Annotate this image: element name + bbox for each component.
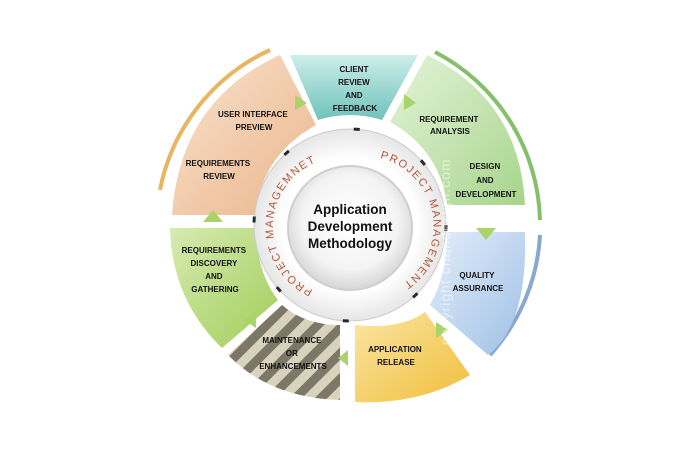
outer-arc-green (434, 50, 542, 221)
segment-requirements-ui (172, 55, 316, 215)
label-requirements-review: REQUIREMENTS REVIEW (186, 159, 253, 181)
label-application-release: APPLICATION RELEASE (368, 345, 424, 367)
segment-maintenance (228, 305, 340, 400)
inner-ring-dark-edge (252, 127, 448, 323)
segment-client-review (290, 55, 418, 120)
flow-arrow-5 (338, 350, 348, 366)
label-requirement-analysis: REQUIREMENT ANALYSIS (419, 115, 480, 136)
flow-arrow-2 (404, 94, 416, 110)
segment-application-release (355, 312, 470, 403)
center-disc (287, 165, 413, 291)
flow-arrow-6 (244, 312, 256, 328)
label-client-review: CLIENT REVIEW AND FEEDBACK (333, 65, 378, 113)
center-title-line-2: Development (308, 219, 393, 234)
center-title-line-1: Application (313, 202, 387, 217)
flow-arrow-1 (295, 95, 307, 110)
flow-arrow-3 (476, 228, 496, 240)
label-maintenance: MAINTENANCE OR ENHANCEMENTS (259, 336, 327, 371)
flow-arrow-7 (203, 210, 223, 222)
label-ui-preview: USER INTERFACE PREVIEW (218, 110, 290, 132)
flow-arrow-4 (436, 322, 448, 338)
center-title-line-3: Methodology (308, 236, 392, 251)
segment-requirement-design (390, 55, 525, 205)
label-quality-assurance: QUALITY ASSURANCE (453, 271, 504, 293)
outer-arc-orange (158, 48, 271, 191)
label-requirements-discovery: REQUIREMENTS DISCOVERY AND GATHERING (182, 246, 249, 294)
copyright-watermark: copyright chandesign.com (437, 158, 453, 345)
label-design-development: DESIGN AND DEVELOPMENT (456, 162, 517, 199)
segment-quality-assurance (430, 232, 526, 355)
